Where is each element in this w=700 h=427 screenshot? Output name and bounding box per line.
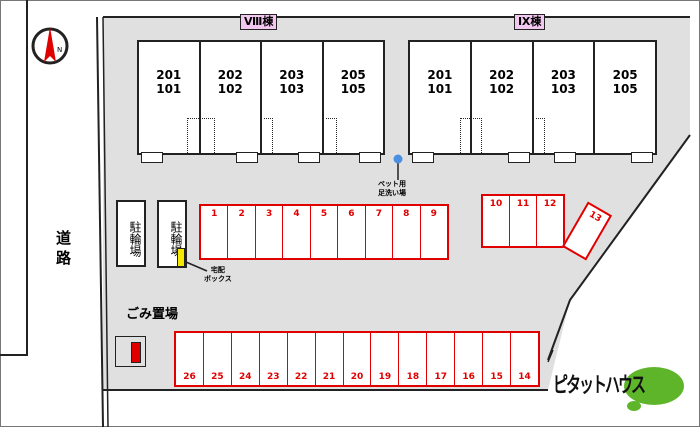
- road-edge: [96, 16, 104, 427]
- parking-space: 23: [260, 333, 288, 385]
- parking-space: 26: [176, 333, 204, 385]
- delivery-box: [177, 248, 185, 267]
- garbage-area: [115, 336, 146, 367]
- parking-space: 7: [366, 206, 394, 258]
- parking-space: 18: [399, 333, 428, 385]
- bike-parking-2: 駐輪場: [157, 200, 187, 268]
- parking-space: 15: [483, 333, 512, 385]
- garbage-label: ごみ置場: [126, 307, 179, 322]
- parking-space: 2: [228, 206, 256, 258]
- pet-wash-dot: [393, 154, 403, 164]
- parking-space: 16: [455, 333, 484, 385]
- parking-space: 20: [344, 333, 372, 385]
- bike-parking-1: 駐輪場: [116, 200, 146, 267]
- parking-space: 19: [371, 333, 400, 385]
- parking-space: 4: [283, 206, 311, 258]
- parking-space: 11: [510, 196, 537, 246]
- parking-space: 25: [204, 333, 232, 385]
- logo-bubble: [624, 367, 684, 405]
- parking-space: 6: [338, 206, 366, 258]
- parking-space: 1: [201, 206, 229, 258]
- logo-text: ピタットハウス: [553, 372, 646, 398]
- parking-space: 5: [311, 206, 339, 258]
- building-8-label: Ⅷ棟: [240, 14, 278, 30]
- building-9-label: Ⅸ棟: [514, 14, 546, 30]
- parking-space: 12: [543, 199, 557, 209]
- parking-space: 10: [483, 196, 510, 246]
- parking-space: 21: [316, 333, 344, 385]
- parking-space: 24: [232, 333, 260, 385]
- parking-space: 17: [427, 333, 456, 385]
- parking-space: 14: [518, 372, 531, 382]
- delivery-box-label: 宅配ボックス: [204, 266, 232, 283]
- pet-wash-label: ペット用足洗い場: [378, 180, 406, 197]
- parking-space: 8: [393, 206, 421, 258]
- parking-space: 22: [288, 333, 316, 385]
- parking-space: 9: [430, 209, 437, 219]
- compass-icon: [31, 27, 69, 65]
- road-label: 道路: [56, 229, 72, 267]
- parking-space: 3: [256, 206, 284, 258]
- compass-label: N: [57, 46, 63, 54]
